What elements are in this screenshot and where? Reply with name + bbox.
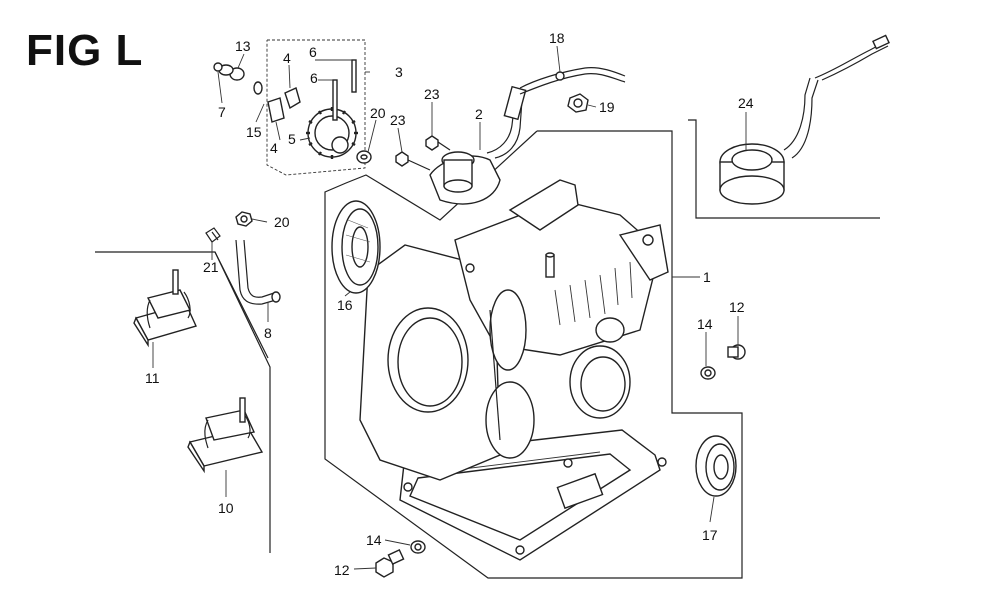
callout-17: 17 <box>702 527 718 543</box>
callout-19: 19 <box>599 99 615 115</box>
callout-14-right: 14 <box>697 316 713 332</box>
callout-1: 1 <box>703 269 711 285</box>
engine-mount-10 <box>187 397 264 474</box>
callout-12-bottom: 12 <box>334 562 350 578</box>
callout-14-bottom: 14 <box>366 532 382 548</box>
callout-12-right: 12 <box>729 299 745 315</box>
oil-seal-17 <box>695 435 737 497</box>
cooling-fins <box>554 261 633 326</box>
callout-6-upper: 6 <box>309 44 317 60</box>
callout-3: 3 <box>395 64 403 80</box>
callout-15: 15 <box>246 124 262 140</box>
callout-18: 18 <box>549 30 565 46</box>
callout-16: 16 <box>337 297 353 313</box>
oil-alert-group <box>395 67 626 205</box>
callout-13: 13 <box>235 38 251 54</box>
oil-seal-16 <box>331 200 381 294</box>
figure-title: FIG L <box>26 26 144 75</box>
callout-7: 7 <box>218 104 226 120</box>
group-outlines <box>95 39 880 579</box>
callout-24: 24 <box>738 95 754 111</box>
oil-switch-24 <box>719 34 890 205</box>
breather-tube-8 <box>205 211 281 305</box>
callout-8: 8 <box>264 325 272 341</box>
callout-6-lower: 6 <box>310 70 318 86</box>
callout-5: 5 <box>288 131 296 147</box>
gear-5 <box>306 107 358 159</box>
callout-20-lower: 20 <box>274 214 290 230</box>
leader-lines <box>152 45 747 570</box>
drain-bolt-right <box>700 344 746 380</box>
callout-23-upper: 23 <box>424 86 440 102</box>
callout-4-lower: 4 <box>270 140 278 156</box>
oil-pump-group <box>213 59 372 164</box>
callout-10: 10 <box>218 500 234 516</box>
engine-mount-11 <box>133 269 197 348</box>
callout-21: 21 <box>203 259 219 275</box>
callout-23-lower: 23 <box>390 112 406 128</box>
callout-2: 2 <box>475 106 483 122</box>
callout-20-upper: 20 <box>370 105 386 121</box>
callout-4-upper: 4 <box>283 50 291 66</box>
crankcase-block <box>359 179 669 561</box>
drain-bolt-bottom <box>375 540 426 578</box>
callout-labels: 1 2 3 4 4 5 6 6 7 8 10 11 12 12 13 14 14… <box>145 30 754 578</box>
callout-11: 11 <box>145 370 160 386</box>
